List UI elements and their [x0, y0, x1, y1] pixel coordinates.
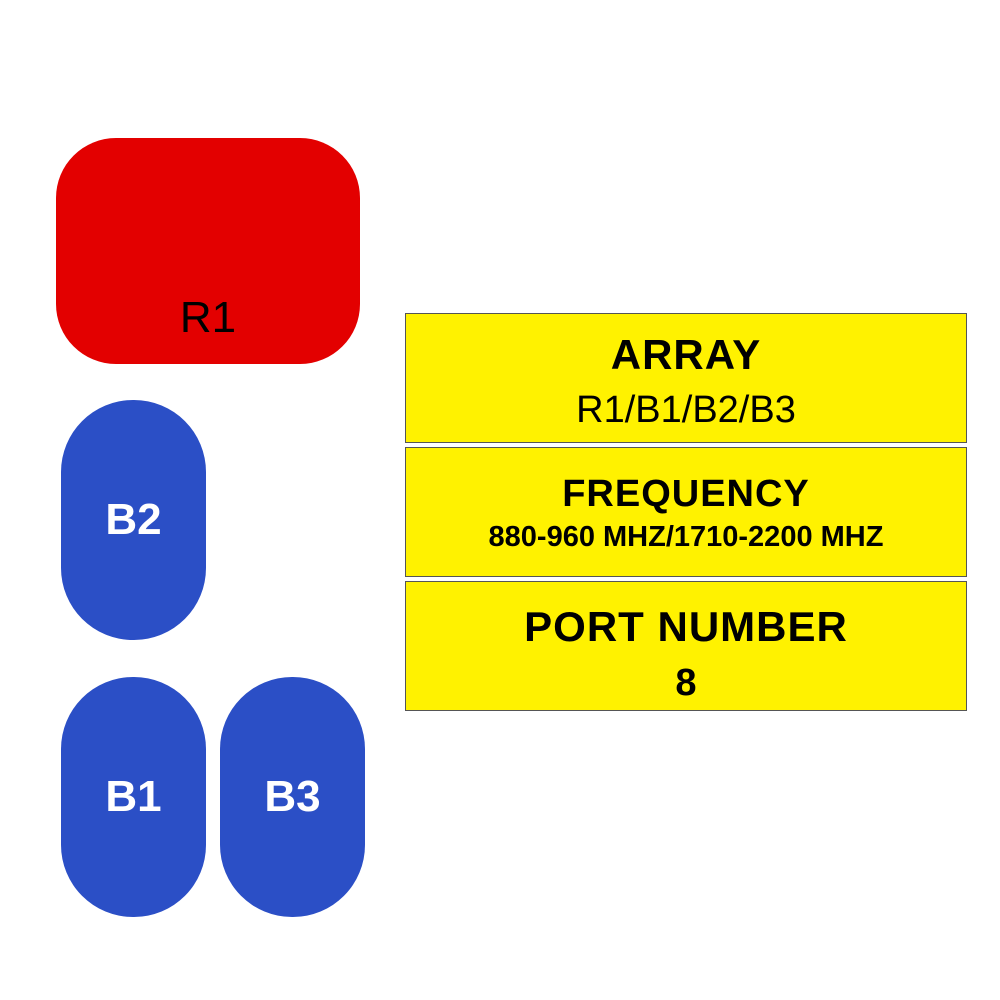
array-block-b3-label: B3: [264, 772, 321, 821]
port-number-value: 8: [675, 662, 697, 704]
array-value: R1/B1/B2/B3: [576, 389, 796, 431]
array-block-b1-label: B1: [105, 772, 162, 821]
array-block-b2: B2: [61, 400, 206, 640]
array-block-r1-label: R1: [179, 293, 237, 342]
array-info-panel: ARRAY R1/B1/B2/B3: [405, 313, 967, 443]
port-number-info-panel: PORT NUMBER 8: [405, 581, 967, 711]
frequency-info-panel: FREQUENCY 880-960 MHZ/1710-2200 MHZ: [405, 447, 967, 577]
port-number-title: PORT NUMBER: [524, 603, 848, 650]
array-block-b2-label: B2: [105, 495, 162, 544]
frequency-title: FREQUENCY: [562, 473, 810, 515]
frequency-value: 880-960 MHZ/1710-2200 MHZ: [488, 521, 884, 553]
array-block-b1: B1: [61, 677, 206, 917]
array-block-r1: R1: [56, 138, 360, 364]
array-block-b3: B3: [220, 677, 365, 917]
array-title: ARRAY: [610, 331, 762, 378]
